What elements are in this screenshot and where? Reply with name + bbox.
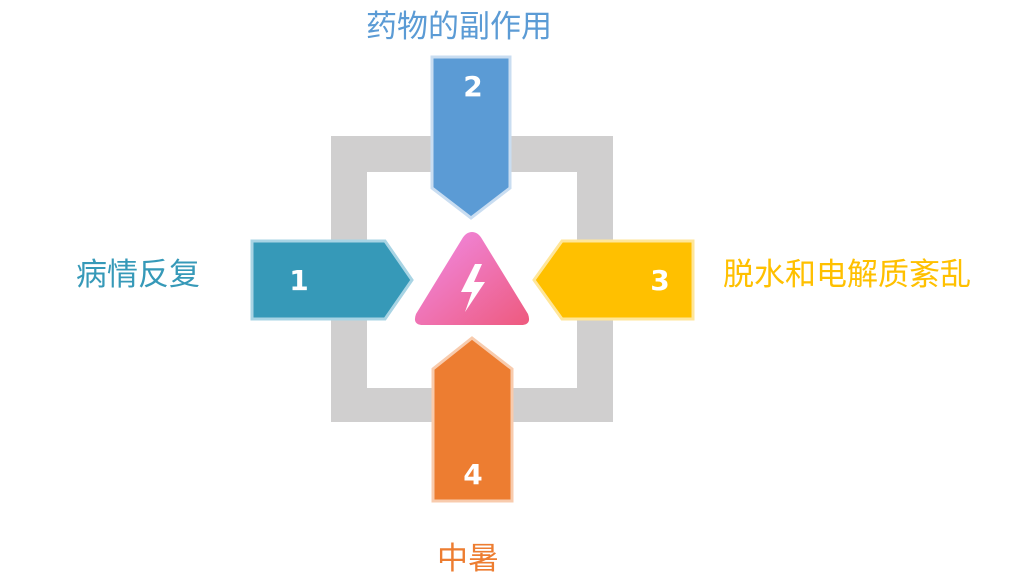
square-frame — [331, 136, 613, 422]
step-number-4: 4 — [463, 458, 482, 491]
arrow-4-heatstroke — [431, 336, 514, 503]
label-relapse: 病情反复 — [76, 257, 200, 293]
arrow-1-relapse — [250, 239, 414, 321]
label-dehydration-electrolyte: 脱水和电解质紊乱 — [723, 257, 971, 293]
lightning-warning-icon — [414, 232, 530, 325]
label-medication-side-effects: 药物的副作用 — [366, 9, 552, 45]
step-number-1: 1 — [289, 264, 308, 297]
step-number-3: 3 — [650, 264, 669, 297]
arrow-2-medication-side-effects — [430, 55, 512, 220]
step-number-2: 2 — [463, 70, 482, 103]
arrow-3-dehydration — [532, 239, 695, 321]
label-heatstroke: 中暑 — [437, 541, 499, 577]
